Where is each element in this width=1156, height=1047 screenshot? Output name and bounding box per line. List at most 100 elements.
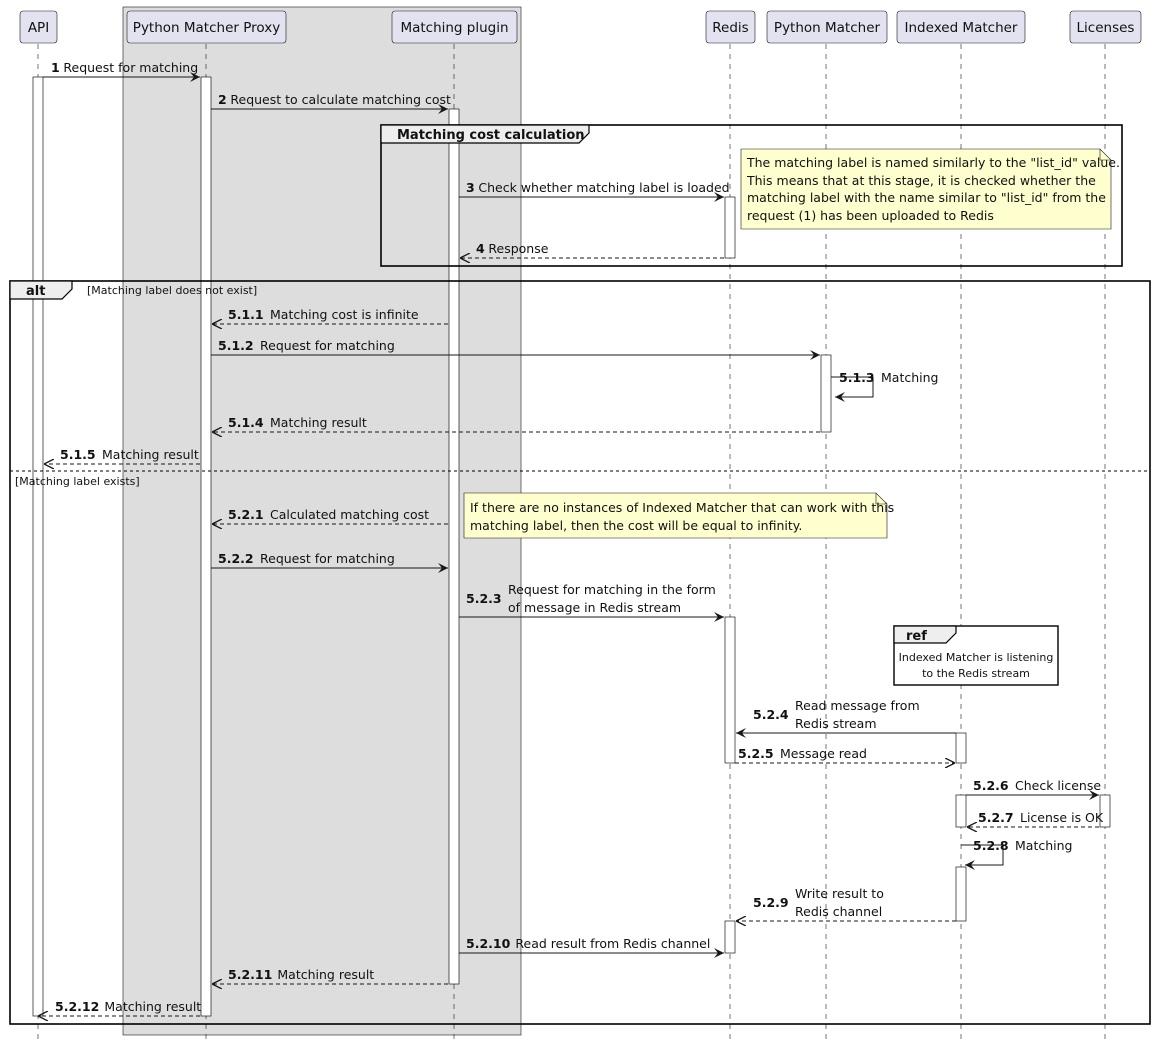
participant-matching-plugin[interactable]: Matching plugin [391,10,518,44]
group-frame-matching-cost: Matching cost calculation [380,124,1123,267]
note-list-id-line-2: This means that at this stage, it is che… [746,173,1096,188]
ref-frame: ref Indexed Matcher is listening to the … [893,625,1059,686]
activation-redis [724,196,736,259]
message-5-2-1: 5.2.1 Calculated matching cost [212,507,448,524]
alt-guard-exists: [Matching label exists] [15,475,140,488]
message-number: 5.2.11 [228,967,272,982]
message-label: Redis stream [795,716,877,731]
message-label: Request for matching [260,551,395,566]
message-label: Request for matching [260,338,395,353]
message-label: Check license [1015,778,1101,793]
message-5-2-2: 5.2.2 Request for matching [211,551,448,573]
participant-python-matcher-label: Python Matcher [774,20,881,36]
participant-python-matcher-proxy[interactable]: Python Matcher Proxy [126,10,287,44]
message-label: Read message from [795,698,920,713]
message-number: 5.2.3 [466,591,502,606]
activation-redis [724,920,736,954]
message-number: 5.2.7 [978,810,1014,825]
message-arrow [961,844,1004,870]
message-5-2-6: 5.2.6 Check license [966,778,1101,800]
participant-redis[interactable]: Redis [705,10,756,44]
message-number: 2 [218,92,227,107]
message-5-1-1: 5.1.1 Matching cost is infinite [212,307,448,324]
message-number: 5.2.1 [228,507,264,522]
message-label: Matching result [277,967,374,982]
message-5-1-3: 5.1.3 Matching [831,370,938,402]
alt-frame: alt [Matching label does not exist] [Mat… [9,280,1151,1025]
participant-api-label: API [28,20,49,36]
note-list-id-line-1: The matching label is named similarly to… [746,155,1120,170]
participant-python-matcher[interactable]: Python Matcher [766,10,888,44]
message-5-1-4: 5.1.4 Matching result [212,415,820,432]
ref-frame-label: ref [906,629,927,644]
message-number: 5.1.4 [228,415,264,430]
participant-redis-label: Redis [712,20,748,36]
group-frame-label: Matching cost calculation [397,128,585,143]
ref-frame-line-1: Indexed Matcher is listening [899,651,1054,664]
message-label: Request for matching in the form [508,582,716,597]
activation-api [32,76,44,1017]
message-label: Read result from Redis channel [515,936,710,951]
message-number: 1 [51,60,60,75]
note-list-id-line-4: request (1) has been uploaded to Redis [747,208,994,223]
participant-indexed-matcher-label: Indexed Matcher [905,20,1018,36]
message-label: Request for matching [63,60,198,75]
message-number: 3 [466,180,475,195]
message-label: Message read [780,746,867,761]
message-number: 5.1.3 [839,370,875,385]
message-label: Check whether matching label is loaded [478,180,729,195]
message-label: Matching cost is infinite [270,307,419,322]
activation-plugin [448,108,460,985]
note-infinity: If there are no instances of Indexed Mat… [463,492,894,539]
note-infinity-line-1: If there are no instances of Indexed Mat… [470,500,894,515]
activation-python-matcher [820,354,832,433]
participant-indexed-matcher[interactable]: Indexed Matcher [896,10,1026,44]
message-label: Matching result [104,999,201,1014]
message-label: of message in Redis stream [508,600,681,615]
participant-python-matcher-proxy-label: Python Matcher Proxy [133,20,280,36]
note-list-id-line-3: matching label with the name similar to … [747,190,1106,205]
message-number: 4 [476,241,485,256]
message-label: Request to calculate matching cost [230,92,451,107]
message-label: Matching result [270,415,367,430]
message-label: Matching [1015,838,1072,853]
message-number: 5.2.8 [973,838,1009,853]
activation-bars [32,76,1111,1017]
ref-frame-line-2: to the Redis stream [922,667,1030,680]
message-label: Matching [881,370,938,385]
message-5-2-3: 5.2.3 Request for matching in the form of … [459,582,724,622]
message-label: Matching result [102,447,199,462]
message-number: 5.2.4 [753,707,789,722]
participant-api[interactable]: API [19,10,58,44]
note-infinity-line-2: matching label, then the cost will be eq… [470,518,802,533]
message-arrow [831,376,874,402]
activation-indexed-matcher [955,732,967,764]
activation-indexed-matcher [955,866,967,922]
note-list-id: The matching label is named similarly to… [740,148,1120,230]
participant-matching-plugin-label: Matching plugin [400,20,508,36]
message-number: 5.1.1 [228,307,264,322]
activation-indexed-matcher [955,794,967,828]
message-number: 5.1.5 [60,447,96,462]
message-5-2-12: 5.2.12 Matching result [38,999,201,1016]
message-label: Redis channel [795,904,882,919]
message-number: 5.2.12 [55,999,99,1014]
message-label: Calculated matching cost [270,507,429,522]
message-number: 5.2.6 [973,778,1009,793]
message-5-2-8: 5.2.8 Matching [961,838,1072,870]
message-number: 5.2.2 [218,551,254,566]
participant-licenses[interactable]: Licenses [1069,10,1142,44]
activation-redis [724,616,736,764]
alt-frame-label: alt [26,284,45,299]
